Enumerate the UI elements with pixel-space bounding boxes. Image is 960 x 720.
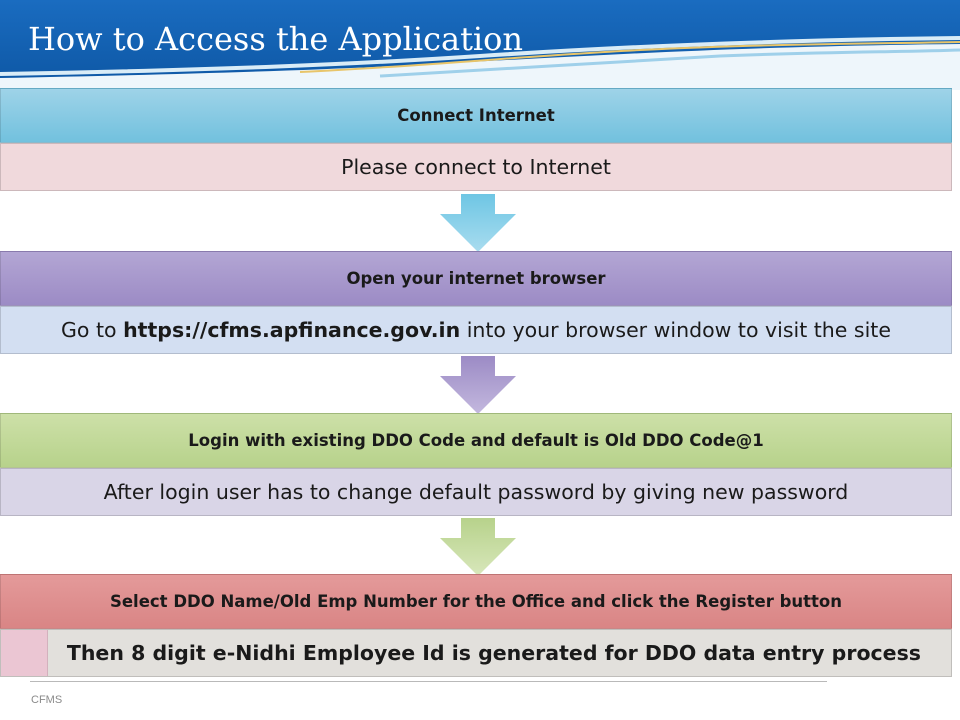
step-connect-internet: Connect Internet Please connect to Inter… bbox=[0, 88, 952, 191]
step-detail: After login user has to change default p… bbox=[0, 468, 952, 516]
header-wave-background bbox=[0, 0, 960, 90]
cfms-site-link[interactable]: https://cfms.apfinance.gov.in bbox=[123, 318, 461, 342]
slide-header: How to Access the Application bbox=[0, 0, 960, 90]
footer-divider bbox=[30, 681, 827, 682]
down-arrow-icon bbox=[440, 356, 516, 414]
step-login: Login with existing DDO Code and default… bbox=[0, 413, 952, 516]
step-heading: Connect Internet bbox=[0, 88, 952, 143]
step-detail: Please connect to Internet bbox=[0, 143, 952, 191]
step-heading: Open your internet browser bbox=[0, 251, 952, 306]
step-heading: Login with existing DDO Code and default… bbox=[0, 413, 952, 468]
down-arrow-icon bbox=[440, 518, 516, 576]
step-detail-tab bbox=[1, 630, 48, 676]
step-heading: Select DDO Name/Old Emp Number for the O… bbox=[0, 574, 952, 629]
step-detail-suffix: into your browser window to visit the si… bbox=[460, 318, 891, 342]
down-arrow-icon bbox=[440, 194, 516, 252]
footer-label: CFMS bbox=[31, 694, 63, 706]
step-detail: Go to https://cfms.apfinance.gov.in into… bbox=[0, 306, 952, 354]
step-detail-text: Then 8 digit e-Nidhi Employee Id is gene… bbox=[66, 641, 921, 665]
step-register: Select DDO Name/Old Emp Number for the O… bbox=[0, 574, 952, 677]
step-open-browser: Open your internet browser Go to https:/… bbox=[0, 251, 952, 354]
slide-title: How to Access the Application bbox=[28, 20, 524, 58]
step-detail-prefix: Go to bbox=[61, 318, 124, 342]
step-detail: Then 8 digit e-Nidhi Employee Id is gene… bbox=[0, 629, 952, 677]
